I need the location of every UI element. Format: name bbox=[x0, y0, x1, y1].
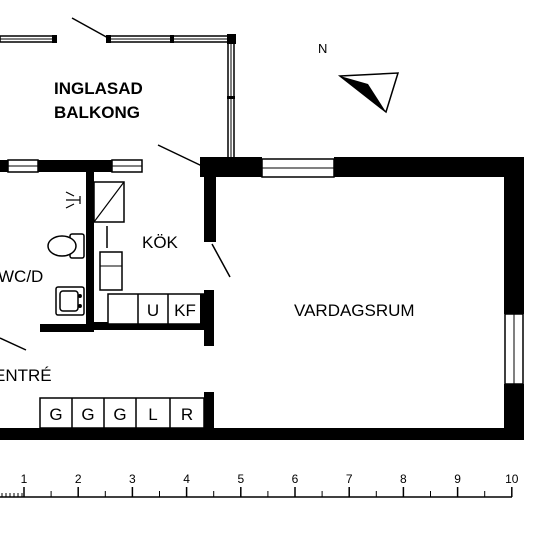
kitchen-unit-label-kf: KF bbox=[174, 301, 196, 320]
scale-bar: 1 2 3 4 5 6 7 8 9 10 bbox=[0, 472, 519, 498]
north-arrow-icon bbox=[337, 72, 400, 114]
scale-label: 6 bbox=[292, 472, 299, 486]
scale-label: 5 bbox=[237, 472, 244, 486]
scale-label: 10 bbox=[505, 472, 519, 486]
shower-icon bbox=[65, 191, 81, 209]
bathroom-door-swing bbox=[0, 337, 27, 351]
balcony-door-swing bbox=[71, 17, 111, 40]
room-label-wc: WC/D bbox=[0, 267, 43, 286]
entry-unit-label-r: R bbox=[181, 405, 193, 424]
entry-unit-label-g1: G bbox=[49, 405, 62, 424]
entry-unit-label-g3: G bbox=[113, 405, 126, 424]
upper-walls bbox=[0, 157, 524, 178]
room-label-balcony-line1: INGLASAD bbox=[54, 79, 143, 98]
room-label-kitchen: KÖK bbox=[142, 233, 179, 252]
scale-label: 8 bbox=[400, 472, 407, 486]
kitchen-unit-label-u: U bbox=[147, 301, 159, 320]
right-wall bbox=[504, 157, 524, 440]
scale-label: 7 bbox=[346, 472, 353, 486]
scale-label: 2 bbox=[75, 472, 82, 486]
scale-label: 1 bbox=[21, 472, 28, 486]
bathroom-fixtures bbox=[47, 181, 125, 316]
room-label-balcony-line2: BALKONG bbox=[54, 103, 140, 122]
scale-label: 3 bbox=[129, 472, 136, 486]
scale-label: 4 bbox=[183, 472, 190, 486]
entry-unit-label-l: L bbox=[148, 405, 157, 424]
kitchen-door-swing bbox=[157, 144, 203, 167]
living-door-swing bbox=[211, 243, 231, 278]
scale-label: 9 bbox=[454, 472, 461, 486]
room-label-entry: ENTRÉ bbox=[0, 366, 52, 385]
room-label-living: VARDAGSRUM bbox=[294, 301, 415, 320]
kitchen-units: U KF bbox=[107, 293, 207, 325]
entry-units: G G G L R bbox=[39, 397, 205, 429]
kitchen-partition bbox=[204, 170, 216, 430]
compass-label: N bbox=[318, 41, 327, 56]
bathroom-walls bbox=[40, 170, 214, 332]
bottom-wall bbox=[0, 428, 524, 440]
entry-unit-label-g2: G bbox=[81, 405, 94, 424]
